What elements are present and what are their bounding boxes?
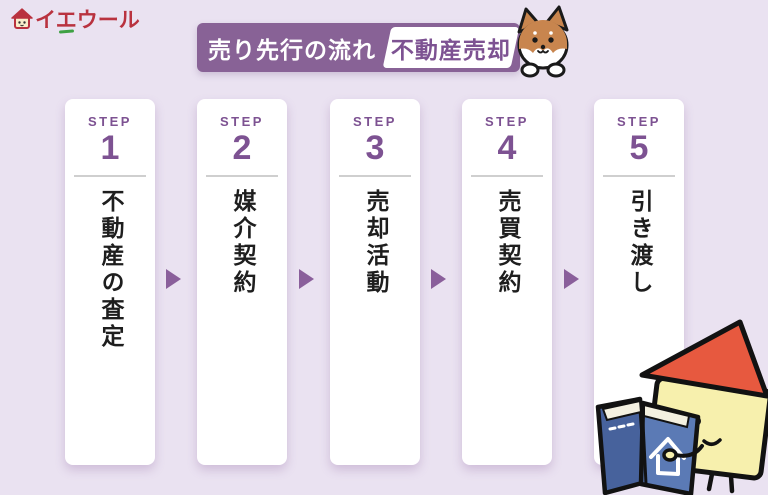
step-label: STEP (88, 114, 132, 129)
arrow-right-icon (166, 269, 181, 289)
house-character-reading-book-icon (595, 319, 768, 495)
step-title: 売却活動 (362, 189, 388, 298)
site-logo: イエウール (11, 8, 140, 34)
divider (74, 175, 146, 178)
arrow-right-icon (564, 269, 579, 289)
step-card-3: STEP 3 売却活動 (330, 99, 420, 465)
logo-green-accent (58, 29, 75, 34)
step-number: 4 (497, 129, 517, 167)
step-title: 媒介契約 (229, 189, 255, 298)
category-badge-label: 不動産売却 (391, 36, 511, 63)
step-title: 引き渡し (626, 189, 652, 298)
step-title: 不動産の査定 (97, 189, 123, 352)
step-number: 3 (365, 129, 385, 167)
arrow-right-icon (431, 269, 446, 289)
step-title: 売買契約 (494, 189, 520, 298)
step-card-1: STEP 1 不動産の査定 (65, 99, 155, 465)
step-label: STEP (353, 114, 397, 129)
shiba-inu-dog-icon (517, 5, 569, 78)
divider (206, 175, 278, 178)
arrow-right-icon (299, 269, 314, 289)
step-label: STEP (485, 114, 529, 129)
step-label: STEP (617, 114, 661, 129)
step-number: 5 (629, 129, 649, 167)
step-number: 1 (100, 129, 120, 167)
house-logo-icon (11, 8, 33, 29)
step-label: STEP (220, 114, 264, 129)
logo-text: イエウール (35, 8, 140, 32)
divider (339, 175, 411, 178)
divider (471, 175, 543, 178)
category-badge: 不動産売却 (382, 27, 520, 68)
step-card-2: STEP 2 媒介契約 (197, 99, 287, 465)
divider (603, 175, 675, 178)
title-bar: 売り先行の流れ 不動産売却 (197, 23, 520, 72)
page-title: 売り先行の流れ (208, 36, 376, 63)
step-number: 2 (232, 129, 252, 167)
step-card-4: STEP 4 売買契約 (462, 99, 552, 465)
